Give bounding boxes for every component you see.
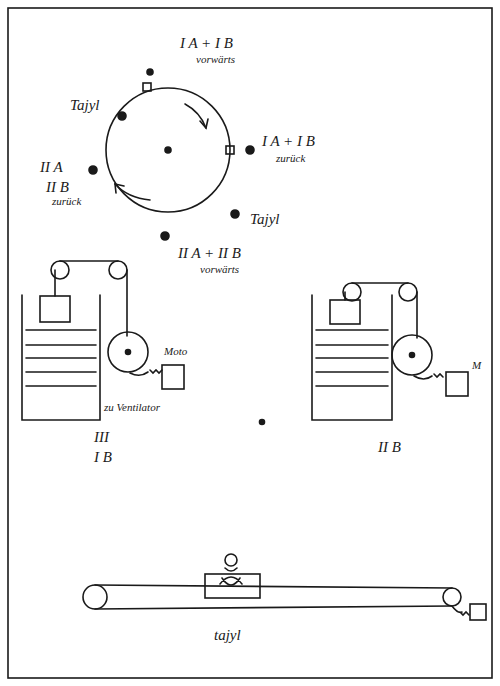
handwritten-label: II B: [46, 180, 69, 195]
lift-machine: [22, 261, 184, 420]
handwritten-label: Tajyl: [250, 212, 279, 227]
handwritten-label: Moto: [164, 346, 187, 357]
handwritten-label: zurück: [276, 153, 305, 164]
handwritten-label: M: [472, 360, 481, 371]
handwritten-label: II A: [40, 160, 63, 175]
handwritten-label: vorwärts: [196, 54, 235, 65]
handwritten-label: zu Ventilator: [104, 402, 160, 413]
handwritten-label: II B: [378, 440, 401, 455]
handwritten-label: III: [94, 430, 109, 445]
handwritten-label: Tajyl: [70, 98, 99, 113]
handwritten-label: I A + I B: [180, 36, 233, 51]
handwritten-label: zurück: [52, 196, 81, 207]
handwritten-label: vorwärts: [200, 264, 239, 275]
disc: [89, 69, 254, 240]
lift-machine: [312, 283, 468, 420]
handwritten-label: I A + I B: [262, 134, 315, 149]
handwritten-label: tajyl: [214, 628, 241, 643]
handwritten-label: I B: [94, 450, 112, 465]
page-frame: [8, 8, 492, 678]
conveyor: [83, 554, 486, 620]
handwritten-label: II A + II B: [178, 246, 241, 261]
